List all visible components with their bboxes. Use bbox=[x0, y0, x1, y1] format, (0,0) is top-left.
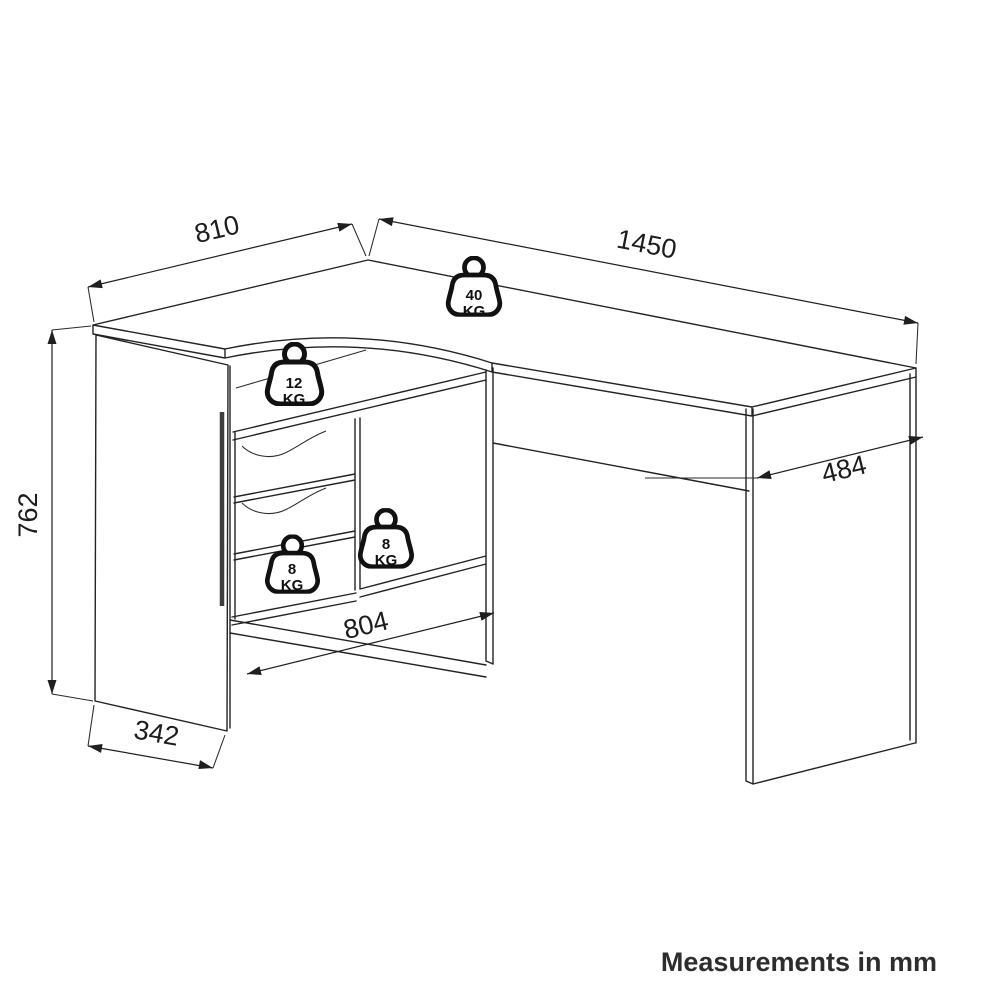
cabinet-right-panel bbox=[485, 367, 494, 665]
arrowhead bbox=[903, 315, 918, 325]
arrowhead bbox=[47, 680, 57, 694]
arrowhead bbox=[337, 222, 352, 232]
dimension-label-342: 342 bbox=[132, 714, 182, 751]
arrowhead bbox=[908, 436, 923, 445]
dimension-label-810: 810 bbox=[192, 209, 243, 249]
weight-unit: KG bbox=[281, 577, 304, 594]
weight-value: 12 bbox=[286, 375, 303, 392]
desk-drawing bbox=[92, 259, 917, 785]
load-capacity-badges: 40 KG 12 KG 8 KG 8 KG bbox=[267, 258, 499, 594]
cabinet-left-edge bbox=[229, 365, 236, 729]
cabinet-divider bbox=[354, 417, 361, 591]
bottom-shelf-edge bbox=[229, 619, 487, 678]
weight-unit: KG bbox=[283, 391, 306, 408]
left-side-panel bbox=[94, 334, 229, 732]
arrowhead bbox=[247, 666, 262, 675]
weight-badge-middle-shelf-8kg: 8 KG bbox=[360, 510, 411, 569]
middle-shelf-edge bbox=[359, 555, 487, 598]
extension-lines bbox=[51, 218, 919, 769]
arrowhead bbox=[757, 470, 772, 479]
weight-badge-desktop-40kg: 40 KG bbox=[448, 258, 500, 320]
drawer-seams bbox=[233, 473, 356, 561]
units-note: Measurements in mm bbox=[661, 947, 937, 977]
arrowhead bbox=[47, 330, 57, 344]
dimension-height: 762 bbox=[13, 330, 57, 694]
weight-unit: KG bbox=[463, 303, 486, 320]
arrowhead bbox=[88, 279, 103, 289]
dimension-inner-width: 804 bbox=[246, 605, 495, 675]
left-shelf-edge bbox=[231, 592, 357, 626]
desk-apron-edge bbox=[492, 442, 750, 492]
dimension-label-804: 804 bbox=[340, 605, 391, 645]
weight-unit: KG bbox=[375, 552, 398, 569]
drawer-handle-cutout-top bbox=[241, 430, 327, 458]
dimension-right-depth: 484 bbox=[756, 436, 924, 489]
dimension-annotations: 810 1450 762 484 804 bbox=[13, 209, 924, 769]
weight-badge-left-shelf-8kg: 8 KG bbox=[267, 536, 317, 594]
cabinet-top-edge bbox=[232, 371, 487, 441]
dimension-label-762: 762 bbox=[13, 492, 43, 537]
right-side-panel bbox=[745, 373, 917, 785]
desktop-edge bbox=[92, 324, 917, 417]
weight-value: 8 bbox=[382, 536, 390, 553]
weight-badge-top-shelf-12kg: 12 KG bbox=[267, 344, 321, 408]
dimension-label-1450: 1450 bbox=[614, 224, 679, 265]
arrowhead bbox=[198, 760, 213, 769]
weight-value: 40 bbox=[466, 287, 483, 304]
weight-value: 8 bbox=[288, 561, 296, 578]
dimension-label-484: 484 bbox=[818, 449, 869, 489]
arrowhead bbox=[479, 612, 494, 621]
drawer-handle-cutout-bottom bbox=[241, 487, 327, 515]
arrowhead bbox=[88, 744, 103, 753]
arrowhead bbox=[379, 217, 394, 227]
